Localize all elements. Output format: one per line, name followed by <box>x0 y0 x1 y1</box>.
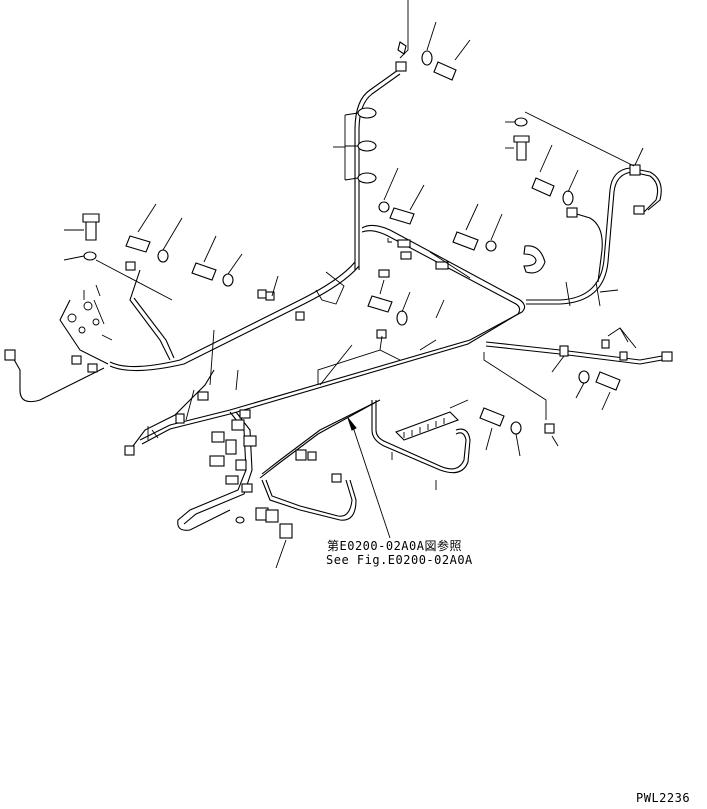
cab-harness-cluster <box>177 399 391 569</box>
reference-note-japanese: 第E0200-02A0A図参照 <box>327 539 462 553</box>
lower-center-harness-branch <box>371 399 471 490</box>
main-frame-harness <box>139 203 526 445</box>
left-harness-branch <box>4 203 437 456</box>
right-lower-harness-branch <box>479 327 673 457</box>
right-upper-harness-branch <box>505 111 662 307</box>
drawing-code: PWL2236 <box>636 791 691 805</box>
upper-harness-branch <box>333 0 471 270</box>
reference-note-english: See Fig.E0200-02A0A <box>326 553 473 567</box>
